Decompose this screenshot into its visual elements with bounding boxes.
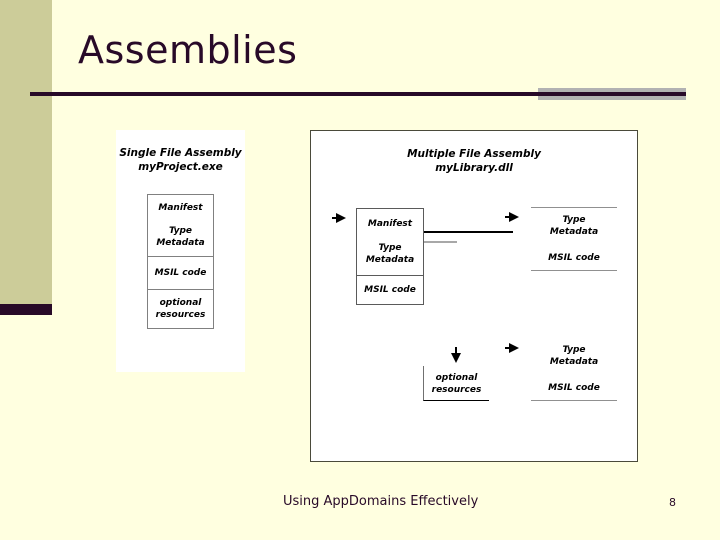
optional-resources-line1: optional: [435, 373, 478, 383]
module-1-type-line2: Metadata: [549, 227, 599, 237]
module-1-type-metadata-label: Type Metadata: [531, 214, 617, 238]
page-title: Assemblies: [78, 28, 298, 72]
multi-file-heading-line1: Multiple File Assembly: [407, 148, 541, 160]
multi-file-module-1: Type Metadata MSIL code: [531, 207, 617, 271]
module-1-type-line1: Type: [562, 215, 586, 225]
arrow-right-icon-manifest: [332, 213, 346, 223]
single-file-heading-line1: Single File Assembly: [119, 147, 242, 159]
single-file-type-metadata-label: Type Metadata: [156, 225, 204, 249]
multi-file-main-type-line2: Metadata: [365, 255, 415, 265]
multiple-file-assembly-panel: Multiple File Assembly myLibrary.dll Man…: [310, 130, 638, 462]
multi-file-heading: Multiple File Assembly myLibrary.dll: [311, 147, 637, 175]
footer-title: Using AppDomains Effectively: [283, 494, 479, 509]
connector-line-secondary: [424, 241, 457, 243]
module-2-type-line2: Metadata: [549, 357, 599, 367]
arrow-tail: [455, 347, 457, 353]
sidebar-accent-band: [0, 304, 52, 315]
single-file-resources-label: optional resources: [156, 297, 206, 321]
multi-file-cell-manifest-metadata: Manifest Type Metadata: [356, 208, 424, 275]
optional-resources-label: optional resources: [426, 372, 487, 396]
multi-file-main-msil-label: MSIL code: [364, 285, 416, 295]
arrow-right-icon-module-1: [505, 212, 519, 222]
module-2-type-line1: Type: [562, 345, 586, 355]
footer-page-number: 8: [669, 496, 676, 509]
multi-file-module-2: Type Metadata MSIL code: [531, 338, 617, 401]
single-file-cell-resources: optional resources: [147, 289, 214, 329]
single-file-heading-line2: myProject.exe: [138, 161, 223, 173]
single-file-assembly-panel: Single File Assembly myProject.exe Manif…: [116, 130, 245, 372]
single-file-cell-manifest-metadata: Manifest Type Metadata: [147, 194, 214, 256]
multi-file-main-module: Manifest Type Metadata MSIL code: [356, 208, 424, 305]
arrow-right-icon-module-2: [505, 343, 519, 353]
title-rule-dark: [30, 92, 686, 96]
single-file-heading: Single File Assembly myProject.exe: [116, 146, 245, 174]
arrow-tail: [505, 347, 511, 349]
arrow-tail: [505, 216, 511, 218]
multi-file-cell-msil: MSIL code: [356, 275, 424, 305]
single-file-stack: Manifest Type Metadata MSIL code optiona…: [147, 194, 214, 329]
optional-resources-line2: resources: [431, 385, 482, 395]
module-2-msil-label: MSIL code: [548, 383, 600, 393]
multi-file-manifest-label: Manifest: [367, 219, 413, 229]
single-file-type-line1: Type: [168, 226, 193, 236]
module-2-type-metadata-label: Type Metadata: [531, 344, 617, 368]
arrow-down-icon-resources: [451, 347, 461, 363]
arrow-tail: [332, 217, 338, 219]
single-file-resources-line2: resources: [155, 310, 206, 320]
multi-file-optional-resources: optional resources: [423, 366, 489, 401]
single-file-resources-line1: optional: [159, 298, 202, 308]
module-1-msil-label: MSIL code: [548, 253, 600, 263]
sidebar-band: [0, 0, 52, 304]
single-file-msil-label: MSIL code: [154, 268, 207, 278]
multi-file-main-type-line1: Type: [378, 243, 402, 253]
multi-file-main-type-metadata-label: Type Metadata: [366, 242, 414, 266]
single-file-cell-msil: MSIL code: [147, 256, 214, 289]
multi-file-heading-line2: myLibrary.dll: [435, 162, 513, 174]
connector-line-primary: [424, 231, 513, 233]
single-file-manifest-label: Manifest: [158, 203, 203, 213]
single-file-type-line2: Metadata: [156, 238, 205, 248]
